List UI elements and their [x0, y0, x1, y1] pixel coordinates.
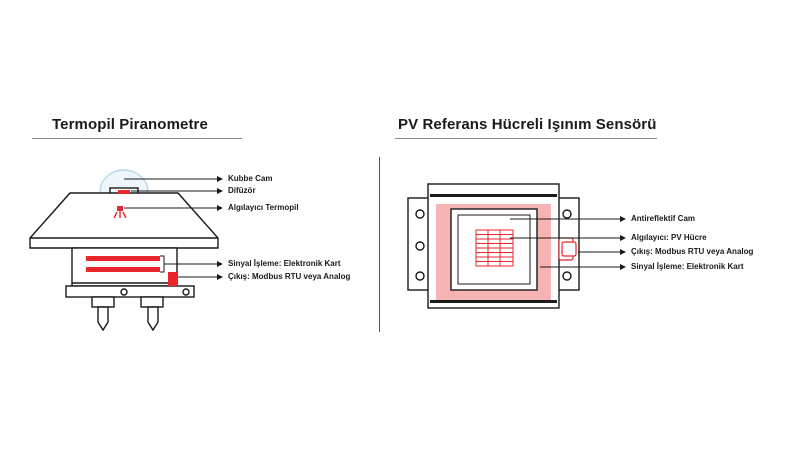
label-pv-cell: Algılayıcı: PV Hücre: [631, 233, 707, 242]
dome-glass: [99, 169, 149, 193]
label-signal-board-left: Sinyal İşleme: Elektronik Kart: [228, 259, 341, 268]
connector-left: [91, 296, 115, 308]
center-divider: [379, 157, 380, 332]
connector-right: [140, 296, 164, 308]
right-title-underline: [395, 138, 657, 139]
board-bar-top: [86, 256, 160, 261]
left-title-underline: [32, 138, 242, 139]
pv-output-connector: [558, 237, 577, 261]
right-leaders: [510, 216, 626, 270]
diffuser-marker: [118, 190, 130, 194]
right-title: PV Referans Hücreli Işınım Sensörü: [398, 116, 657, 133]
label-signal-board-right: Sinyal İşleme: Elektronik Kart: [631, 262, 744, 271]
label-thermopile: Algılayıcı Termopil: [228, 203, 299, 212]
left-leaders: [124, 176, 223, 280]
label-antireflective-glass: Antireflektif Cam: [631, 214, 696, 223]
label-dome-glass: Kubbe Cam: [228, 174, 273, 183]
sun-shield: [29, 192, 219, 249]
pv-cell-grid: [475, 229, 514, 267]
output-marker: [168, 272, 178, 286]
board-bar-bottom: [86, 267, 160, 272]
label-output-left: Çıkış: Modbus RTU veya Analog: [228, 272, 351, 281]
left-title: Termopil Piranometre: [52, 116, 208, 133]
label-output-right: Çıkış: Modbus RTU veya Analog: [631, 247, 754, 256]
label-diffuser: Difüzör: [228, 186, 256, 195]
thermopile-marker: [117, 206, 123, 211]
pin-right: [147, 306, 159, 332]
base-plate: [65, 285, 195, 298]
pin-left: [97, 306, 109, 332]
